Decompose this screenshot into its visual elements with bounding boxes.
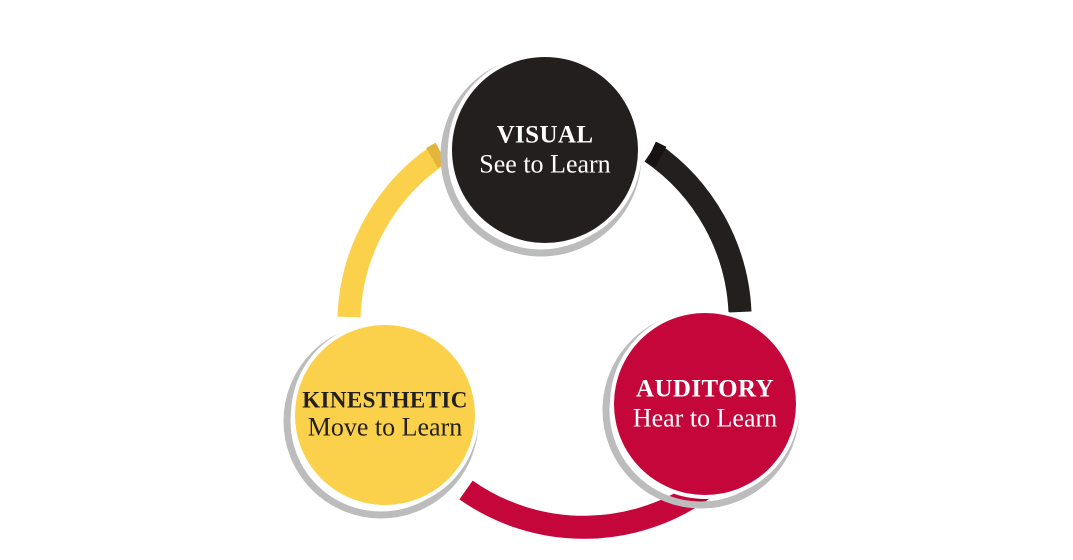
arc-visual-to-auditory-tip: [646, 141, 667, 168]
node-circles: [295, 57, 796, 505]
node-circle-visual[interactable]: [452, 57, 638, 243]
arc-visual-to-auditory: [644, 142, 752, 313]
node-circle-kinesthetic[interactable]: [295, 325, 475, 505]
arc-kinesthetic-to-visual: [337, 143, 448, 318]
arc-kinesthetic-to-visual-tip: [426, 142, 447, 168]
node-circle-auditory[interactable]: [614, 313, 796, 495]
arc-auditory-to-kinesthetic: [459, 477, 713, 539]
